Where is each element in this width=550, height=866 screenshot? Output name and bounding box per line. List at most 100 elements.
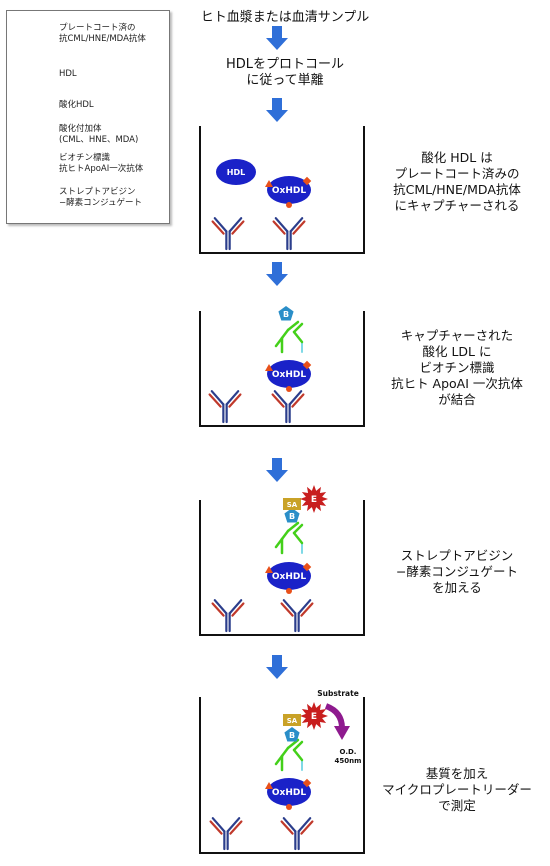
- legend-hdl-label: HDL: [59, 69, 77, 79]
- step-4-line-1: 基質を加え: [425, 766, 489, 781]
- legend-biotin-line2: 抗ヒトApoAI一次抗体: [59, 164, 144, 174]
- step-4-line-2: マイクロプレートリーダー: [382, 782, 532, 797]
- antibody-stroke: [282, 599, 297, 615]
- well1-hdl: HDL: [216, 159, 256, 185]
- sa-label: SA: [287, 501, 298, 509]
- adduct-circle: [286, 804, 292, 810]
- well4-enzyme: E: [300, 702, 328, 730]
- biotin-label: B: [283, 310, 289, 319]
- arrow-shaft: [272, 262, 282, 274]
- antibody-stroke: [288, 390, 303, 406]
- step-4-description: 基質を加え マイクロプレートリーダー で測定: [372, 766, 542, 814]
- adduct-triangle: [265, 782, 273, 789]
- arrow-head: [266, 274, 288, 286]
- od-label-line1: O.D.: [340, 748, 357, 756]
- arrow-head: [266, 470, 288, 482]
- step-2-line-2: 酸化 LDL に: [422, 344, 492, 359]
- sample-title: ヒト血漿または血清サンプル: [200, 10, 370, 25]
- well2-antibody-left: [208, 390, 242, 424]
- enzyme-label: E: [311, 495, 317, 505]
- well1-antibody-right: [272, 217, 306, 251]
- adduct-triangle: [265, 566, 273, 573]
- biotin-ab-stroke: [292, 748, 304, 762]
- antibody-stroke: [280, 602, 294, 617]
- legend-strep-line1: ストレプトアビジン: [59, 187, 136, 197]
- biotin-ab-stroke: [274, 754, 284, 766]
- step-1-line-2: プレートコート済みの: [394, 166, 520, 181]
- antibody-stroke: [228, 217, 243, 233]
- well2-biotin-antibody: [274, 320, 304, 354]
- biotin-pentagon: [278, 306, 294, 321]
- antibody-stroke: [271, 393, 285, 408]
- antibody-stroke: [280, 820, 294, 835]
- well3-biotin-antibody: [274, 521, 304, 555]
- antibody-stroke: [225, 390, 240, 406]
- hdl-label: OxHDL: [272, 572, 306, 582]
- biotin-ab-stroke: [292, 322, 304, 334]
- down-arrow: [266, 98, 288, 122]
- antibody-stroke: [226, 817, 241, 833]
- antibody-stroke: [231, 220, 245, 235]
- step-3-line-3: を加える: [432, 580, 482, 595]
- biotin-ab-stroke: [292, 523, 304, 535]
- biotin-ab-stroke: [274, 537, 284, 549]
- step-2-line-4: 抗ヒト ApoAI 一次抗体: [391, 376, 523, 391]
- legend-strep-line2: −酵素コンジュゲート: [59, 198, 143, 208]
- antibody-stroke: [208, 393, 222, 408]
- down-arrow: [266, 655, 288, 679]
- legend-adducts-line2: (CML、HNE、MDA): [59, 135, 139, 145]
- step-2-line-3: ビオチン標識: [419, 360, 495, 375]
- adduct-circle: [286, 588, 292, 594]
- well2-oxhdl: OxHDL: [265, 360, 312, 392]
- hdl-particle: [216, 159, 256, 185]
- step-3-description: ストレプトアビジン −酵素コンジュゲート を加える: [372, 548, 542, 596]
- antibody-stroke: [211, 220, 225, 235]
- well-step-1: [199, 126, 365, 254]
- well4-sa: SA: [283, 714, 301, 726]
- biotin-ab-stroke: [280, 746, 290, 758]
- antibody-stroke: [272, 220, 286, 235]
- legend-oxhdl-label: 酸化HDL: [59, 100, 94, 110]
- step-2-line-1: キャプチャーされた: [400, 328, 514, 343]
- biotin-ab-stroke: [286, 521, 300, 533]
- legend-biotin-line1: ビオチン標識: [59, 153, 111, 163]
- legend-adducts-label: 酸化付加体 (CML、HNE、MDA): [59, 124, 138, 146]
- adduct-circle: [286, 386, 292, 392]
- hdl-particle: [267, 562, 311, 590]
- step-1-line-4: にキャプチャーされる: [394, 198, 520, 213]
- protocol-line2: に従って単離: [246, 73, 324, 88]
- well3-enzyme: E: [300, 485, 328, 513]
- well4-antibody-right: [280, 817, 314, 851]
- biotin-ab-stroke: [292, 740, 304, 752]
- biotin-label: B: [289, 512, 295, 521]
- legend-adducts-line1: 酸化付加体: [59, 124, 102, 134]
- step-3-line-2: −酵素コンジュゲート: [395, 564, 519, 579]
- biotin-ab-stroke: [292, 330, 304, 344]
- biotin-label: B: [289, 731, 295, 740]
- hdl-particle: [267, 778, 311, 806]
- biotin-ab-stroke: [286, 320, 300, 332]
- biotin-ab-stroke: [280, 529, 290, 541]
- well4-biotin: B: [284, 727, 300, 742]
- step-2-line-5: が結合: [438, 392, 476, 407]
- step-2-description: キャプチャーされた 酸化 LDL に ビオチン標識 抗ヒト ApoAI 一次抗体…: [372, 328, 542, 408]
- well-step-4: [199, 697, 365, 854]
- protocol-text: HDLをプロトコール に従って単離: [196, 57, 374, 89]
- antibody-stroke: [228, 599, 243, 615]
- antibody-stroke: [211, 817, 226, 833]
- substrate-label: Substrate: [317, 689, 359, 698]
- antibody-stroke: [292, 220, 306, 235]
- step-1-line-1: 酸化 HDL は: [421, 150, 493, 165]
- step-1-description: 酸化 HDL は プレートコート済みの 抗CML/HNE/MDA抗体 にキャプチ…: [372, 150, 542, 214]
- arrow-shaft: [272, 458, 282, 470]
- well3-antibody-left: [211, 599, 245, 633]
- well-step-3: [199, 500, 365, 636]
- antibody-stroke: [213, 599, 228, 615]
- biotin-ab-stroke: [274, 336, 284, 348]
- antibody-stroke: [282, 817, 297, 833]
- hdl-label: OxHDL: [272, 788, 306, 798]
- step-3-line-1: ストレプトアビジン: [400, 548, 514, 563]
- well3-sa: SA: [283, 498, 301, 510]
- biotin-pentagon: [284, 727, 300, 742]
- antibody-stroke: [300, 602, 314, 617]
